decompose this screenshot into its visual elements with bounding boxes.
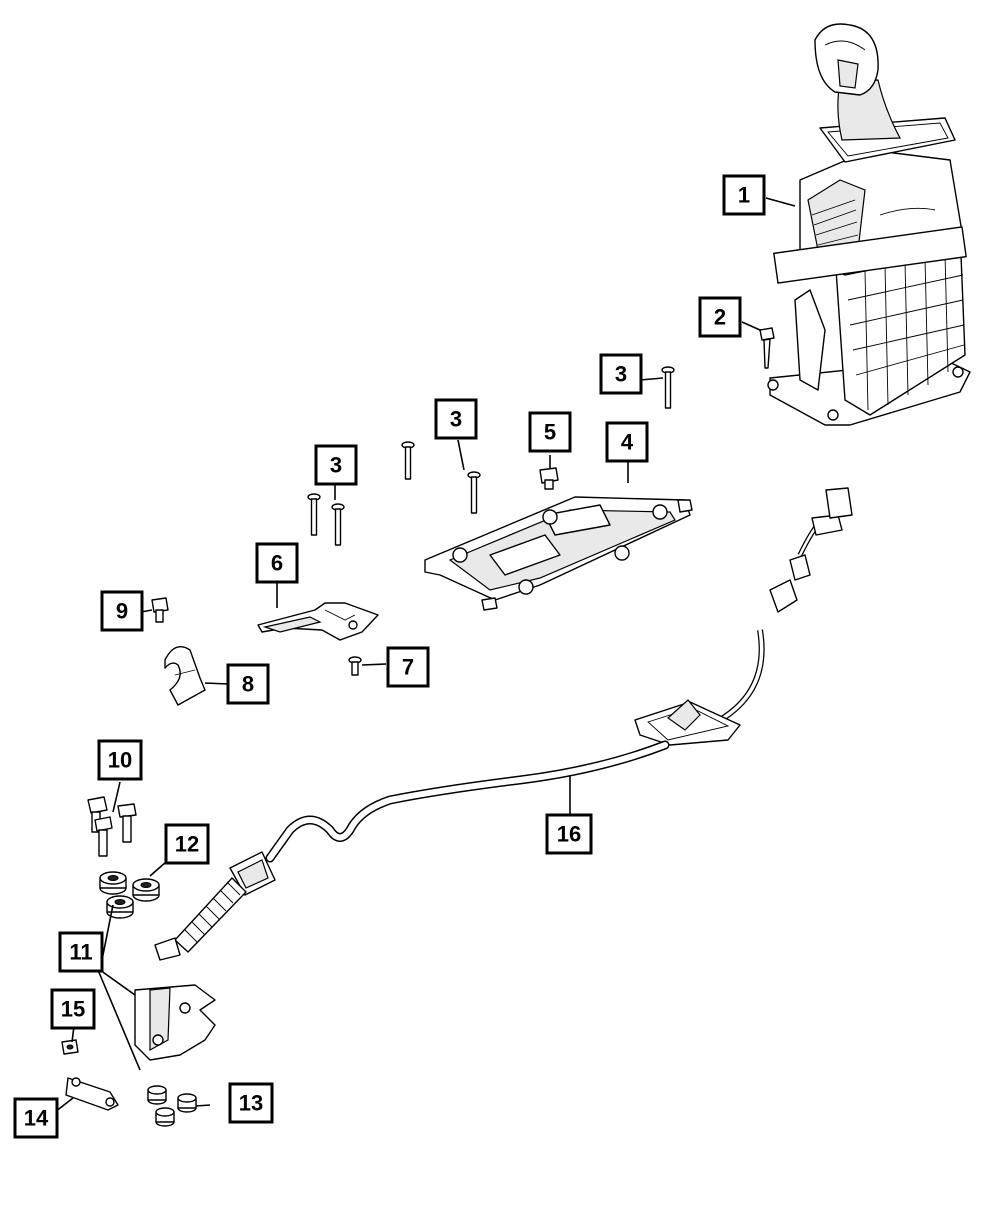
strap-part-14	[65, 1077, 119, 1111]
callout-7: 7	[386, 646, 430, 688]
bolts-part-10	[87, 796, 137, 857]
svg-text:7: 7	[402, 655, 414, 680]
bracket-part-11	[134, 984, 216, 1061]
bushings-part-13	[147, 1085, 197, 1127]
callout-8: 8	[226, 663, 270, 705]
callout-2: 2	[698, 296, 742, 338]
callout-5: 5	[528, 411, 572, 453]
callout-16: 16	[545, 813, 593, 855]
callout-4: 4	[605, 421, 649, 463]
svg-text:2: 2	[714, 305, 726, 330]
svg-text:3: 3	[330, 453, 342, 478]
shifter-assembly	[767, 23, 971, 426]
svg-text:16: 16	[557, 822, 581, 847]
svg-text:11: 11	[69, 940, 92, 965]
bolt-part-9	[151, 597, 169, 623]
bracket-part-6	[257, 602, 379, 641]
svg-text:6: 6	[271, 551, 283, 576]
callout-15: 15	[50, 988, 96, 1030]
svg-text:10: 10	[108, 748, 132, 773]
svg-text:3: 3	[450, 407, 462, 432]
svg-text:15: 15	[61, 997, 85, 1022]
svg-text:5: 5	[544, 420, 556, 445]
callout-1: 1	[722, 174, 766, 216]
callout-6: 6	[255, 542, 299, 584]
bolt-part-2	[759, 327, 775, 369]
rivets-part-3	[307, 366, 675, 546]
callout-12: 12	[164, 823, 210, 865]
callout-13: 13	[228, 1082, 274, 1124]
svg-text:4: 4	[621, 430, 634, 455]
svg-text:8: 8	[242, 672, 254, 697]
nut-part-15	[61, 1039, 79, 1055]
callout-3c: 3	[314, 444, 358, 486]
screw-part-7	[348, 656, 362, 676]
clip-part-8	[164, 646, 206, 706]
svg-text:12: 12	[175, 832, 199, 857]
svg-text:14: 14	[24, 1106, 49, 1131]
callout-3b: 3	[434, 398, 478, 440]
svg-text:1: 1	[738, 183, 750, 208]
callout-10: 10	[97, 739, 143, 781]
nut-part-5	[539, 467, 559, 490]
callout-11: 11	[58, 931, 104, 973]
svg-text:3: 3	[615, 362, 627, 387]
callout-3a: 3	[599, 353, 643, 395]
grommets-part-12	[99, 871, 160, 919]
leader-lines	[54, 197, 796, 1113]
svg-text:9: 9	[116, 599, 128, 624]
plate-part-4	[424, 496, 693, 611]
svg-text:13: 13	[239, 1091, 263, 1116]
callout-14: 14	[13, 1097, 59, 1139]
cable-part-16	[154, 487, 853, 961]
callout-9: 9	[100, 590, 144, 632]
